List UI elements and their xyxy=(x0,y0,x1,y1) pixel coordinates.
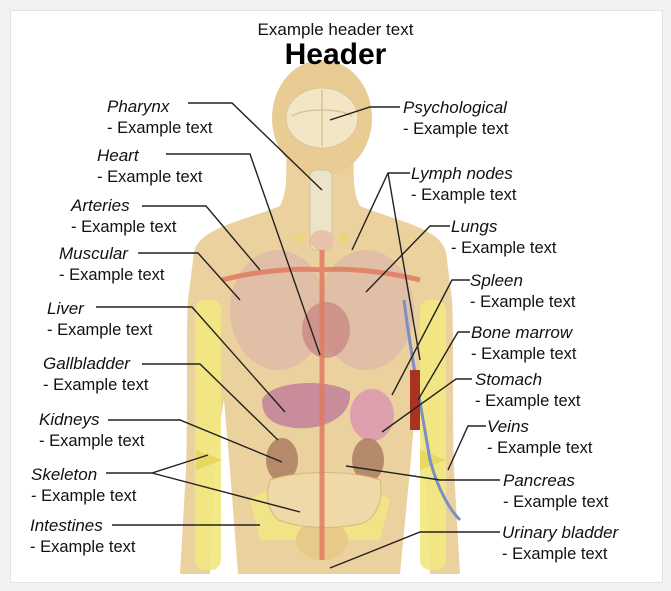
label-gallbladder: Gallbladder - Example text xyxy=(43,353,148,397)
kidney-left xyxy=(266,438,298,482)
label-liver-name: Liver xyxy=(47,299,84,318)
label-lymph-nodes: Lymph nodes - Example text xyxy=(411,163,516,207)
leader-line-lungs xyxy=(365,225,450,293)
label-bone-marrow-desc: - Example text xyxy=(471,345,577,363)
label-muscular-name: Muscular xyxy=(59,244,128,263)
label-stomach: Stomach - Example text xyxy=(475,369,580,413)
brain xyxy=(285,87,359,149)
label-pancreas-desc: - Example text xyxy=(503,493,609,511)
leader-line-pharynx xyxy=(188,102,323,191)
label-lymph-nodes-desc: - Example text xyxy=(411,186,517,204)
lymph-thyroid xyxy=(295,230,349,250)
label-veins: Veins - Example text xyxy=(487,416,592,460)
label-arteries-desc: - Example text xyxy=(71,218,177,236)
leader-line-lymph-nodes xyxy=(351,172,421,361)
vessels xyxy=(221,250,462,560)
label-gallbladder-name: Gallbladder xyxy=(43,354,130,373)
leader-line-psychological xyxy=(329,106,400,121)
leader-line-liver xyxy=(96,306,286,413)
leader-line-stomach xyxy=(381,378,472,433)
label-spleen-desc: - Example text xyxy=(470,293,576,311)
label-arteries-name: Arteries xyxy=(71,196,130,215)
label-muscular-desc: - Example text xyxy=(59,266,165,284)
label-kidneys: Kidneys - Example text xyxy=(39,409,144,453)
label-psychological-name: Psychological xyxy=(403,98,507,117)
leader-line-kidneys xyxy=(108,419,283,463)
leader-line-bone-marrow xyxy=(417,331,470,401)
label-intestines-name: Intestines xyxy=(30,516,103,535)
label-bone-marrow-name: Bone marrow xyxy=(471,323,573,342)
bone-marrow-shape xyxy=(410,370,420,430)
leader-line-urinary-bladder xyxy=(329,531,500,569)
label-heart: Heart - Example text xyxy=(97,145,202,189)
leader-line-heart xyxy=(166,153,321,356)
label-skeleton-name: Skeleton xyxy=(31,465,98,484)
label-pancreas-name: Pancreas xyxy=(503,471,575,490)
label-intestines-desc: - Example text xyxy=(30,538,136,556)
label-urinary-bladder-desc: - Example text xyxy=(502,545,608,563)
leader-line-muscular xyxy=(138,252,241,301)
label-heart-name: Heart xyxy=(97,146,139,165)
label-kidneys-name: Kidneys xyxy=(39,410,100,429)
label-urinary-bladder: Urinary bladder - Example text xyxy=(502,522,618,566)
label-urinary-bladder-name: Urinary bladder xyxy=(502,523,619,542)
skeleton-bones xyxy=(195,169,446,570)
leader-line-skeleton xyxy=(106,454,301,513)
label-arteries: Arteries - Example text xyxy=(71,195,176,239)
leader-lines xyxy=(96,102,500,569)
veins-shape xyxy=(402,299,462,522)
arteries-shape xyxy=(221,250,421,560)
label-lymph-nodes-name: Lymph nodes xyxy=(411,164,513,183)
header-title: Header xyxy=(284,38,387,71)
leader-line-pancreas xyxy=(345,465,500,481)
label-lungs: Lungs - Example text xyxy=(451,216,556,260)
label-psychological: Psychological - Example text xyxy=(403,97,508,141)
label-muscular: Muscular - Example text xyxy=(59,243,164,287)
label-pharynx-desc: - Example text xyxy=(107,119,213,137)
heart-shape xyxy=(302,302,350,358)
stomach-shape xyxy=(350,389,394,441)
leader-line-arteries xyxy=(142,205,261,271)
label-liver-desc: - Example text xyxy=(47,321,153,339)
label-pancreas: Pancreas - Example text xyxy=(503,470,608,514)
organs xyxy=(230,250,414,560)
leader-line-gallbladder xyxy=(142,363,279,441)
label-stomach-desc: - Example text xyxy=(475,392,581,410)
lung-left xyxy=(230,250,326,370)
label-heart-desc: - Example text xyxy=(97,168,203,186)
label-bone-marrow: Bone marrow - Example text xyxy=(471,322,576,366)
label-lungs-name: Lungs xyxy=(451,217,498,236)
label-veins-name: Veins xyxy=(487,417,529,436)
label-intestines: Intestines - Example text xyxy=(30,515,135,559)
label-psychological-desc: - Example text xyxy=(403,120,509,138)
label-spleen-name: Spleen xyxy=(470,271,523,290)
label-gallbladder-desc: - Example text xyxy=(43,376,149,394)
label-kidneys-desc: - Example text xyxy=(39,432,145,450)
leader-line-veins xyxy=(447,425,486,471)
label-lungs-desc: - Example text xyxy=(451,239,557,257)
header-subtitle: Example header text xyxy=(257,20,414,39)
label-liver: Liver - Example text xyxy=(47,298,152,342)
label-spleen: Spleen - Example text xyxy=(470,270,575,314)
label-skeleton: Skeleton - Example text xyxy=(31,464,136,508)
label-veins-desc: - Example text xyxy=(487,439,593,457)
label-skeleton-desc: - Example text xyxy=(31,487,137,505)
label-stomach-name: Stomach xyxy=(475,370,543,389)
liver-shape xyxy=(262,382,351,429)
leader-line-spleen xyxy=(391,279,470,396)
label-pharynx-name: Pharynx xyxy=(107,97,170,116)
label-pharynx: Pharynx - Example text xyxy=(107,96,212,140)
